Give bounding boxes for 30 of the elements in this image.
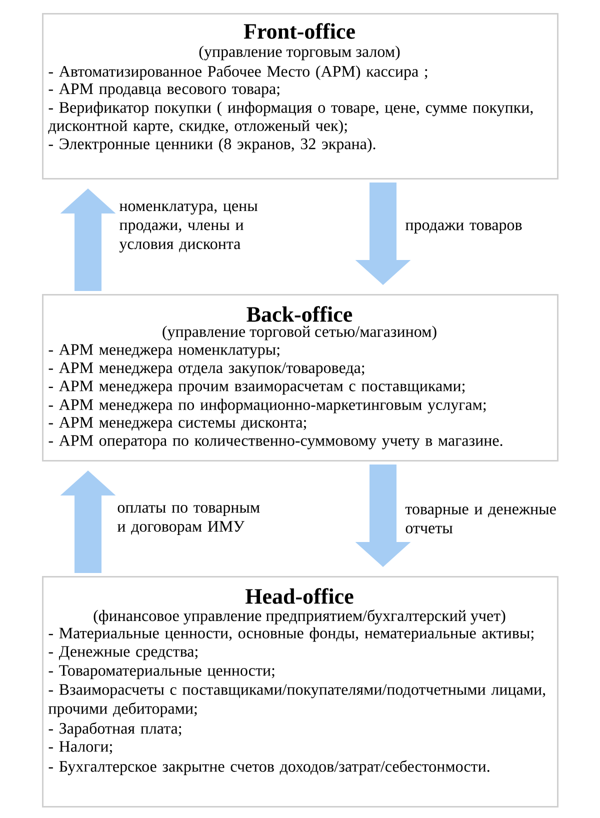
edge-label: номенклатура, цены продажи, члены и условия дисконта [119, 204, 258, 252]
box-subtitle: (финансовое управление предприятием/бухгалтерский учет) [94, 610, 506, 624]
list-item: - Материальные ценности, основные фонды, нематериальные активы; [48, 627, 534, 642]
list-item: - Бухгалтерское закрытне счетов доходов/затрат/себестонмости. [48, 760, 490, 776]
box-title: Head-office [246, 588, 354, 604]
list-item: - Верификатор покупки ( информация о товаре, цене, сумме покупки, дисконтной карте, скидке, отложеный чек); [48, 102, 533, 134]
box-title: Front-office [244, 23, 355, 39]
list-item: - Автоматизированное Рабочее Место (АРМ) кассира ; [48, 65, 428, 80]
edge-label: продажи товаров [405, 222, 522, 234]
office-box [42, 294, 558, 462]
list-item: - АРМ менеджера по информационно-маркетинговым услугам; [48, 398, 486, 414]
list-item: - Электронные ценники (8 экранов, 32 экрана). [48, 138, 376, 152]
list-item: - Взаиморасчеты с поставщиками/покупателями/подотчетными лицами, прочими дебиторами; [48, 684, 546, 718]
box-title: Back-office [246, 306, 352, 322]
list-item: - Денежные средства; [48, 646, 198, 660]
box-subtitle: (управление торговой сетью/магазином) [162, 326, 436, 340]
edge-label: оплаты по товарным и договорам ИМУ [117, 505, 260, 535]
list-item: - АРМ менеджера номенклатуры; [48, 344, 280, 358]
office-box [42, 13, 558, 180]
list-item: - АРМ продавца весового товара; [48, 83, 280, 98]
box-subtitle: (управление торговым залом) [199, 46, 400, 60]
edge-label: товарные и денежные отчеты [405, 506, 556, 534]
list-item: - Налоги; [48, 741, 112, 754]
office-box [42, 576, 558, 808]
list-item: - Товароматериальные ценности; [48, 665, 274, 680]
list-item: - АРМ менеджера отдела закупок/товароведа; [48, 362, 364, 376]
list-item: - АРМ оператора по количественно-суммовому учету в магазине. [48, 435, 502, 450]
list-item: - АРМ менеджера системы дисконта; [48, 417, 306, 431]
list-item: - Заработная плата; [48, 722, 182, 738]
list-item: - АРМ менеджера прочим взаиморасчетам с поставщиками; [48, 380, 465, 395]
